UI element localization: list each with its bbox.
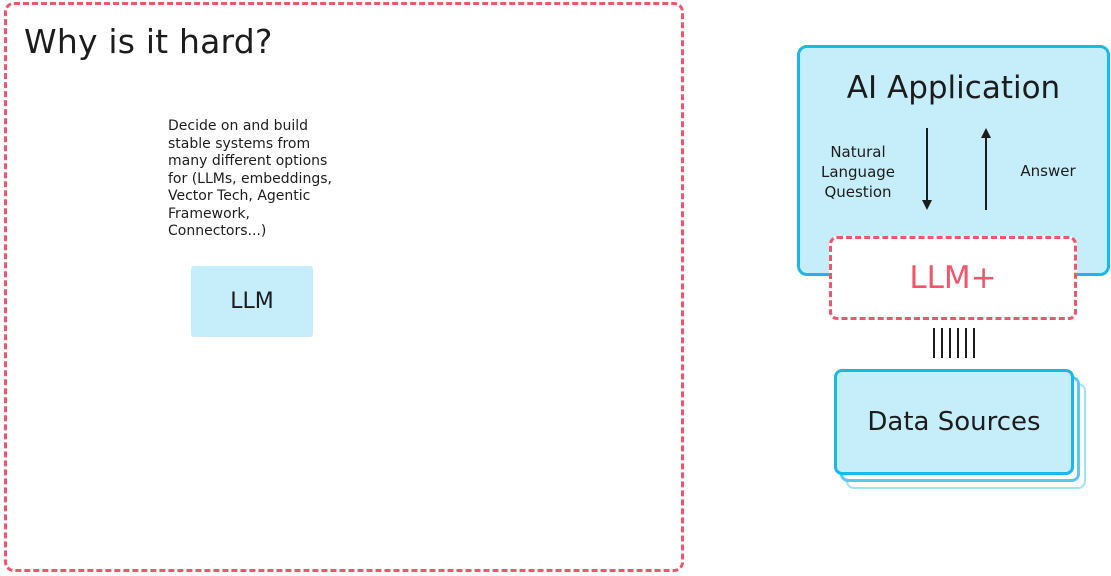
- panel-title: Why is it hard?: [24, 22, 273, 61]
- description-line: Framework,: [168, 205, 250, 222]
- description-line: many different options: [168, 153, 328, 169]
- description-line: for (LLMs, embeddings,: [168, 170, 332, 187]
- ai-application-title: AI Application: [846, 70, 1061, 106]
- llm-box: LLM: [191, 266, 313, 337]
- down-arrow-icon: [922, 128, 932, 210]
- answer-label: Answer: [1020, 162, 1076, 180]
- llm-label: LLM: [230, 289, 274, 314]
- question-label: Natural Language Question: [808, 142, 908, 202]
- connector-lines: [933, 328, 975, 358]
- up-arrow-icon: [981, 128, 991, 210]
- question-line: Natural: [830, 143, 886, 161]
- llm-plus-label: LLM+: [909, 260, 997, 296]
- description-line: Decide on and build: [168, 118, 309, 134]
- data-sources-label: Data Sources: [867, 407, 1041, 437]
- description-text: Decide on and build stable systems from …: [168, 118, 338, 241]
- data-sources-box: Data Sources: [834, 369, 1074, 475]
- flow-arrows: [922, 128, 991, 210]
- description-line: Vector Tech, Agentic: [168, 188, 311, 204]
- question-line: Question: [824, 183, 892, 201]
- data-sources-stack: Data Sources: [834, 369, 1094, 493]
- question-line: Language: [820, 163, 896, 181]
- description-line: Connectors...): [168, 223, 267, 239]
- description-line: stable systems from: [168, 135, 311, 152]
- llm-plus-box: LLM+: [829, 236, 1077, 320]
- why-hard-panel: [4, 2, 684, 572]
